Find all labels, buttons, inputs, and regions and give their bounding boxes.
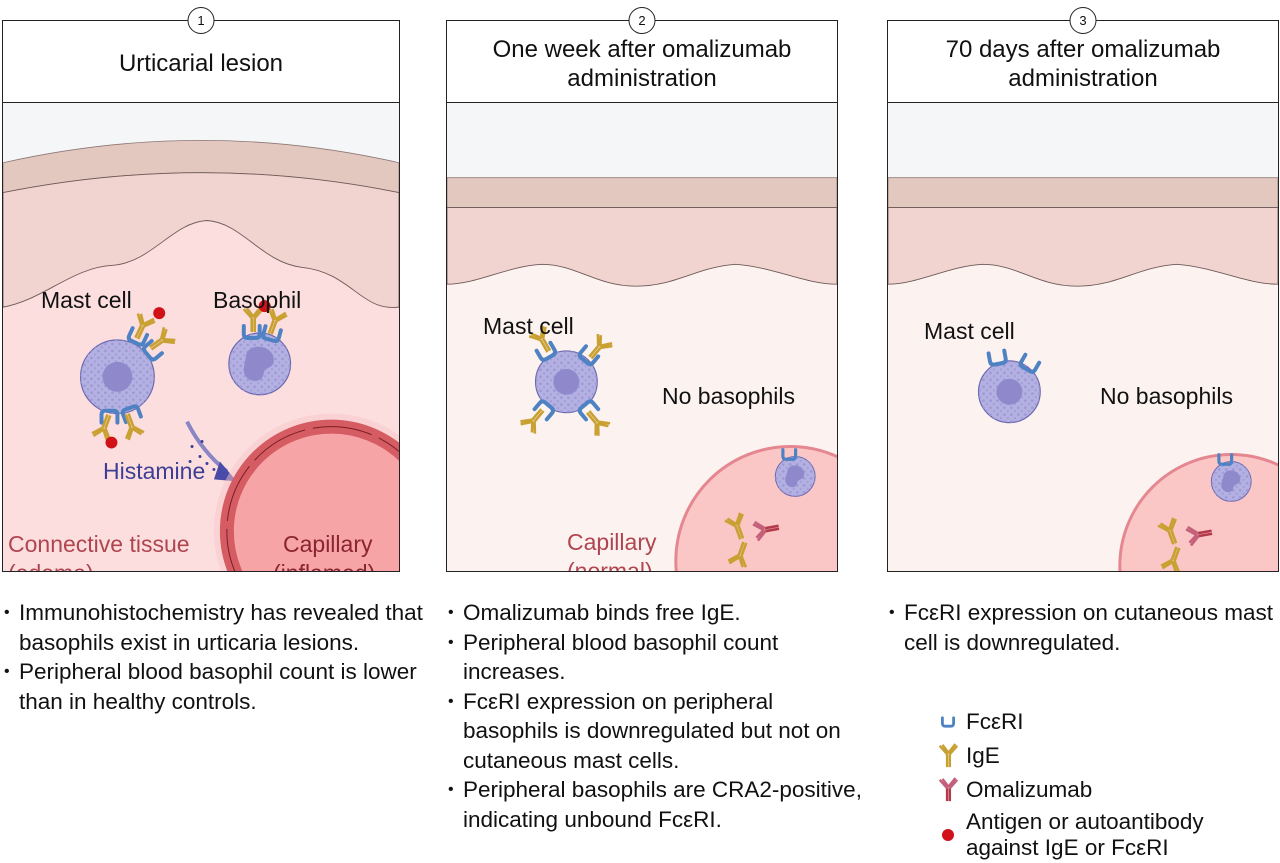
mast-cell [977,348,1042,424]
scene-seventy-days: Mast cell No basophils [888,103,1278,571]
antigen-dot [153,307,166,320]
antigen-dot [105,436,118,449]
histamine-label: Histamine [103,458,206,484]
no-basophils-label: No basophils [662,383,795,409]
capillary-inflamed [213,413,399,571]
note-item: FcεRI expression on cutaneous mast cell … [889,598,1279,657]
antigen-dot-icon [930,828,966,842]
note-item: Immunohistochemistry has revealed that b… [4,598,424,657]
scene-one-week: Mast cell No basophils Capillary (normal… [447,103,837,571]
legend: FcεRI IgE Omalizumab Antigen or autoanti… [930,705,1266,863]
mast-cell-label: Mast cell [924,318,1015,344]
omalizumab-antibody-icon [930,776,966,804]
panel-title: Urticarial lesion [3,21,399,103]
connective-tissue-label: Connective tissue [8,531,190,557]
panel-title: 70 days after omalizumab administration [888,21,1278,103]
note-item: Peripheral blood basophil count is lower… [4,657,424,716]
step-number-badge: 3 [1069,7,1097,34]
legend-item-antigen: Antigen or autoantibody against IgE or F… [930,807,1266,863]
no-basophils-label: No basophils [1100,383,1233,409]
mast-cell-label: Mast cell [483,313,574,339]
basophil-label: Basophil [213,287,302,313]
legend-item-omalizumab: Omalizumab [930,773,1266,807]
panel-seventy-days: 3 70 days after omalizumab administratio… [887,7,1279,572]
epidermis-surface [3,103,399,163]
notes-panel-3: FcεRI expression on cutaneous mast cell … [889,598,1279,657]
step-number-badge: 1 [187,7,215,34]
basophil-in-capillary [1210,453,1252,502]
mast-cell-label: Mast cell [41,287,132,313]
basophil-in-capillary [774,448,816,497]
legend-label: Omalizumab [966,777,1093,802]
legend-item-fceri: FcεRI [930,705,1266,739]
inflamed-label: (inflamed) [273,560,375,571]
note-item: Peripheral blood basophil count increase… [448,628,868,687]
capillary-label: Capillary [567,529,657,555]
fceri-receptor-icon [930,714,966,730]
legend-label: Antigen or autoantibody against IgE or F… [966,809,1204,860]
edema-label: (edema) [8,560,94,571]
step-number-badge: 2 [628,7,656,34]
mast-cell [517,323,615,439]
mast-cell [80,307,178,449]
notes-panel-2: Omalizumab binds free IgE. Peripheral bl… [448,598,868,834]
panel-title: One week after omalizumab administration [447,21,837,103]
scene-urticarial: Mast cell Basophil Histamine Connective … [3,103,399,571]
legend-label: IgE [966,743,1000,768]
note-item: Omalizumab binds free IgE. [448,598,868,628]
basophil [228,300,292,396]
note-item: Peripheral basophils are CRA2-positive, … [448,775,868,834]
panel-urticarial-lesion: 1 Urticarial lesion [2,7,400,572]
epidermis [3,172,399,308]
note-item: FcεRI expression on peripheral basophils… [448,687,868,776]
legend-label: FcεRI [966,709,1024,734]
notes-panel-1: Immunohistochemistry has revealed that b… [4,598,424,716]
legend-item-ige: IgE [930,739,1266,773]
capillary-label: Capillary [283,531,373,557]
panel-one-week: 2 One week after omalizumab administrati… [446,7,838,572]
ige-antibody-icon [930,742,966,770]
antigen-dot [258,300,271,313]
normal-label: (normal) [567,558,653,571]
